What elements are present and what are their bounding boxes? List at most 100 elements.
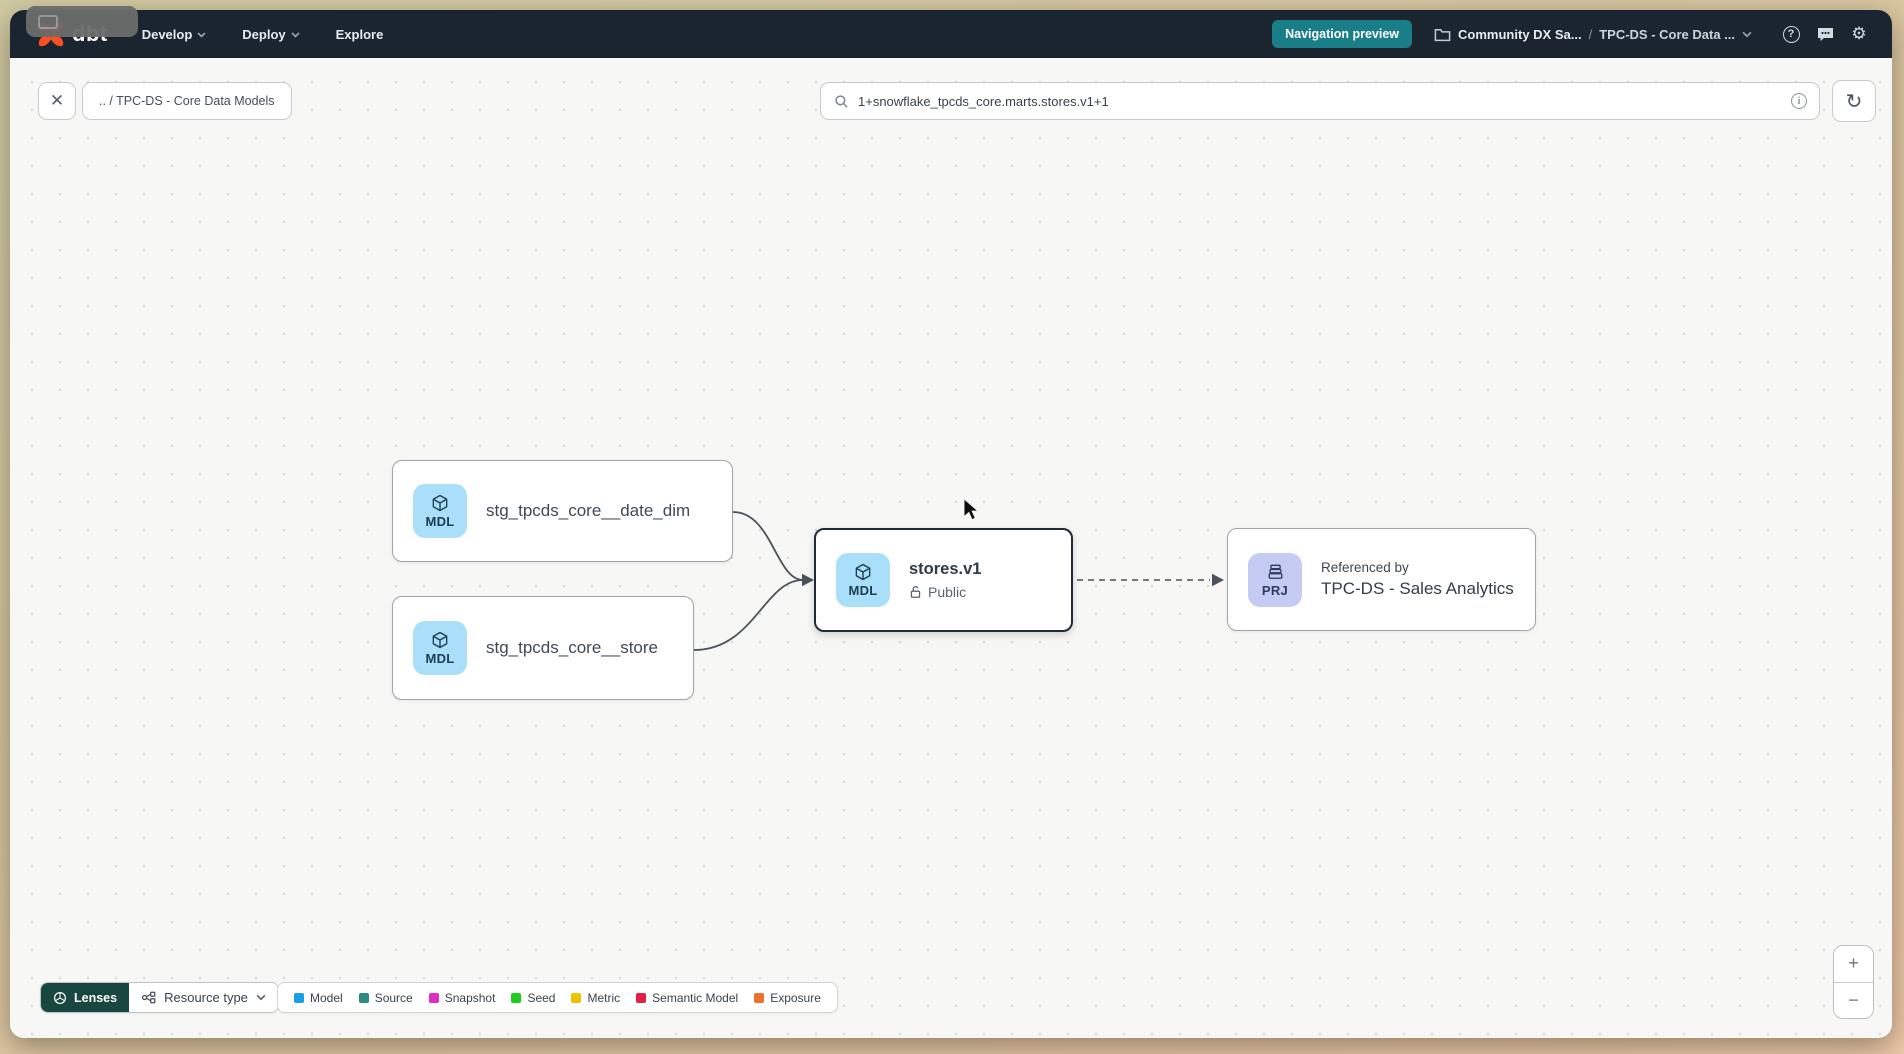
lens-aperture-icon (53, 991, 67, 1004)
edge-date-dim-to-stores (732, 511, 804, 581)
model-badge: MDL (413, 484, 467, 538)
selector-input[interactable] (858, 93, 1782, 109)
legend-swatch (636, 992, 647, 1003)
resource-type-label: Resource type (164, 990, 248, 1005)
badge-label: MDL (848, 583, 878, 598)
legend-label: Exposure (770, 990, 821, 1005)
nav-menu-develop-label: Develop (141, 26, 193, 42)
legend-label: Snapshot (444, 990, 496, 1005)
lenses-control-group: Lenses Resource type (40, 982, 279, 1013)
account-project-selector[interactable]: Community DX Sa... / TPC-DS - Core Data … (1434, 27, 1752, 42)
refresh-icon: ↻ (1845, 90, 1863, 113)
legend-label: Model (310, 990, 343, 1005)
legend-item-seed: Seed (511, 991, 555, 1005)
help-button[interactable]: ? (1778, 21, 1804, 47)
project-name: Community DX Sa... (1458, 26, 1582, 42)
legend-swatch (428, 992, 439, 1003)
node-stores-v1-selected[interactable]: MDL stores.v1 Public (814, 528, 1073, 632)
screen-share-icon (38, 14, 58, 29)
close-icon: ✕ (49, 91, 65, 110)
legend-label: Semantic Model (652, 990, 739, 1005)
close-lineage-button[interactable]: ✕ (38, 82, 76, 120)
access-label: Public (928, 584, 967, 600)
legend-swatch (358, 992, 369, 1003)
zoom-controls: + − (1833, 945, 1874, 1019)
legend-item-snapshot: Snapshot (428, 990, 496, 1005)
breadcrumb-separator: / (1588, 26, 1593, 42)
lenses-label: Lenses (74, 990, 118, 1005)
node-stg-tpcds-core-store[interactable]: MDL stg_tpcds_core__store (392, 596, 694, 700)
legend-item-model: Model (294, 991, 343, 1005)
badge-label: MDL (425, 514, 455, 529)
folder-icon (1434, 28, 1451, 41)
lineage-selector-searchbar: i (820, 82, 1820, 120)
resource-type-dropdown[interactable]: Resource type (129, 983, 278, 1012)
help-icon: ? (1782, 25, 1800, 43)
cube-icon (855, 563, 871, 581)
screen-overlay-tab (26, 6, 138, 37)
gear-icon: ⚙ (1851, 24, 1867, 43)
chevron-down-icon (256, 994, 266, 1001)
arrowhead-icon (1212, 573, 1224, 587)
legend-swatch (754, 992, 765, 1003)
legend-item-source: Source (358, 990, 413, 1005)
chevron-down-icon (291, 32, 300, 38)
access-row: Public (909, 584, 981, 600)
settings-button[interactable]: ⚙ (1846, 21, 1872, 47)
navigation-preview-button[interactable]: Navigation preview (1272, 20, 1413, 48)
cube-icon (432, 494, 448, 512)
legend-item-metric: Metric (571, 991, 620, 1005)
legend-item-exposure: Exposure (754, 991, 821, 1005)
refresh-graph-button[interactable]: ↻ (1832, 80, 1876, 122)
chat-bubble-icon (1817, 27, 1833, 41)
feedback-button[interactable] (1812, 21, 1838, 47)
resource-nodes-icon (141, 991, 156, 1004)
archive-stack-icon (1268, 564, 1282, 579)
edge-store-to-stores (693, 579, 804, 651)
model-badge: MDL (836, 553, 890, 607)
chevron-down-icon (1742, 31, 1752, 37)
project-badge: PRJ (1248, 552, 1302, 607)
legend-label: Metric (587, 990, 621, 1005)
badge-label: MDL (425, 651, 455, 666)
plus-icon: + (1848, 953, 1859, 974)
zoom-out-button[interactable]: − (1834, 982, 1873, 1018)
model-badge: MDL (413, 621, 467, 675)
node-label: stg_tpcds_core__date_dim (486, 501, 691, 520)
node-text-block: Referenced by TPC-DS - Sales Analytics (1321, 560, 1514, 599)
legend-swatch (294, 992, 304, 1003)
lineage-graph-canvas[interactable]: ✕ .. / TPC-DS - Core Data Models i ↻ (10, 58, 1892, 1038)
nav-menu-deploy[interactable]: Deploy (242, 26, 300, 42)
node-title: stores.v1 (909, 560, 982, 578)
mouse-cursor-icon (963, 499, 980, 521)
cube-icon (432, 631, 448, 649)
environment-name: TPC-DS - Core Data ... (1599, 26, 1735, 42)
nav-menu-explore[interactable]: Explore (336, 27, 384, 42)
lenses-button[interactable]: Lenses (41, 983, 130, 1012)
legend-swatch (511, 992, 522, 1003)
nav-menu-develop[interactable]: Develop (142, 27, 207, 42)
search-icon (835, 94, 848, 108)
node-label: stg_tpcds_core__store (486, 638, 658, 657)
legend-swatch (571, 992, 582, 1003)
nav-menu-explore-label: Explore (335, 26, 384, 42)
nav-menu-deploy-label: Deploy (242, 26, 286, 42)
legend-item-semantic-model: Semantic Model (636, 991, 738, 1005)
arrowhead-icon (802, 573, 814, 587)
info-icon[interactable]: i (1791, 93, 1807, 109)
top-navbar: dbt Develop Deploy Explore Navigation pr… (10, 10, 1892, 58)
node-title: TPC-DS - Sales Analytics (1321, 579, 1514, 598)
lock-open-icon (910, 585, 921, 598)
node-referenced-by-sales-analytics[interactable]: PRJ Referenced by TPC-DS - Sales Analyti… (1227, 528, 1536, 631)
minus-icon: − (1848, 989, 1859, 1010)
referenced-by-label: Referenced by (1321, 560, 1409, 575)
dbt-app-window: dbt Develop Deploy Explore Navigation pr… (10, 10, 1892, 1038)
badge-label: PRJ (1261, 582, 1289, 598)
node-text-block: stores.v1 Public (909, 560, 981, 600)
resource-type-legend: Model Source Snapshot Seed Metric (277, 982, 838, 1013)
legend-label: Source (374, 990, 413, 1005)
zoom-in-button[interactable]: + (1834, 946, 1873, 983)
node-stg-tpcds-core-date-dim[interactable]: MDL stg_tpcds_core__date_dim (392, 460, 733, 562)
lineage-breadcrumb-chip[interactable]: .. / TPC-DS - Core Data Models (82, 82, 292, 120)
